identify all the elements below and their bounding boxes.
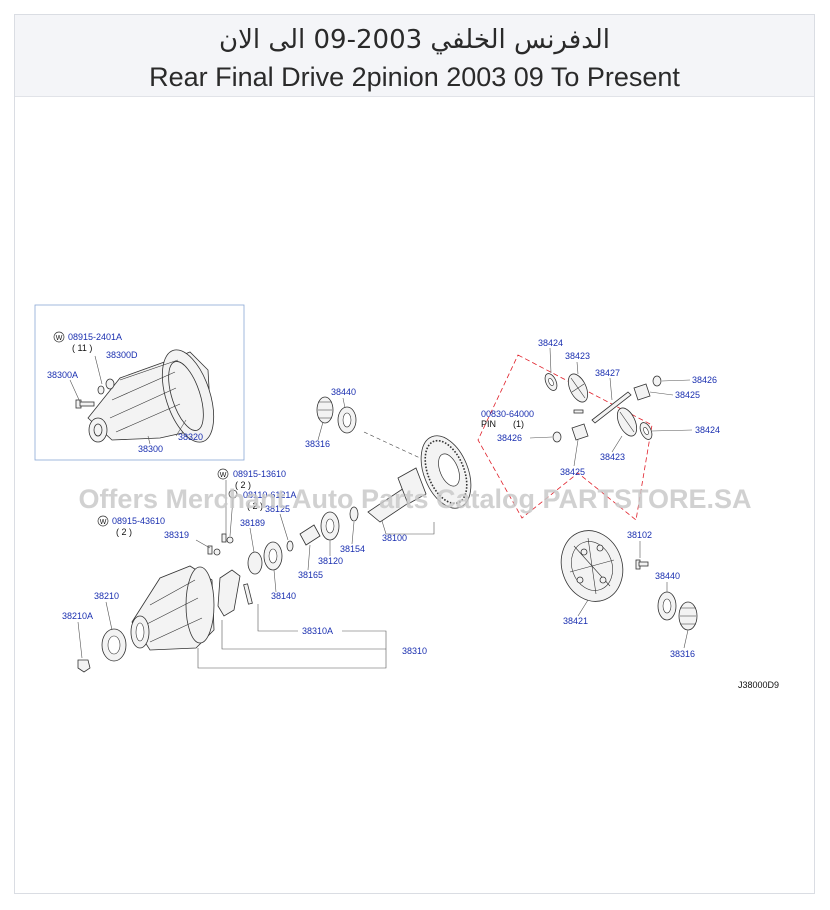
page-header: الدفرنس الخلفي 2003-09 الى الان Rear Fin… <box>15 15 814 97</box>
washer-38125[interactable] <box>286 540 294 552</box>
gear-carrier-38310[interactable] <box>130 565 215 651</box>
bearing-38140[interactable] <box>263 541 283 571</box>
thrust-washer-38424-right[interactable] <box>638 421 655 442</box>
pinion-gear-38425-right[interactable] <box>633 383 651 401</box>
watermark-text: Offers Merchant Auto Parts Catalog PARTS… <box>78 484 751 514</box>
bolt-38102[interactable] <box>635 559 649 570</box>
collapsible-spacer-38165[interactable] <box>299 524 321 546</box>
title-english: Rear Final Drive 2pinion 2003 09 To Pres… <box>149 62 680 92</box>
label-38320[interactable]: 38320 <box>178 432 203 442</box>
label-38300D[interactable]: 38300D <box>106 350 138 360</box>
label-38165[interactable]: 38165 <box>298 570 323 580</box>
side-gear-38423-bottom[interactable] <box>613 405 640 439</box>
label-qty-2c: ( 2 ) <box>116 527 132 537</box>
label-38425-left[interactable]: 38425 <box>560 467 585 477</box>
oil-seal-38189[interactable] <box>247 551 263 575</box>
label-38440-top[interactable]: 38440 <box>331 387 356 397</box>
thrust-washer-38424-top[interactable] <box>543 372 560 393</box>
bearing-cap-38310A[interactable] <box>217 569 253 617</box>
spacer-38154[interactable] <box>349 506 359 522</box>
pinion-gear-38425-left[interactable] <box>571 423 589 441</box>
label-38189[interactable]: 38189 <box>240 518 265 528</box>
label-pin-qty: (1) <box>513 419 524 429</box>
label-38316-top[interactable]: 38316 <box>305 439 330 449</box>
thrust-washer-38426-right[interactable] <box>652 375 662 387</box>
label-38310[interactable]: 38310 <box>402 646 427 656</box>
label-38140[interactable]: 38140 <box>271 591 296 601</box>
label-38421[interactable]: 38421 <box>563 616 588 626</box>
bolt-38300A[interactable] <box>75 399 95 409</box>
washer-mark-icon <box>97 515 109 527</box>
title-arabic: الدفرنس الخلفي 2003-09 الى الان <box>219 25 610 55</box>
differential-kit-outline <box>477 354 653 521</box>
label-38426-right[interactable]: 38426 <box>692 375 717 385</box>
washer-mark-letter: W <box>100 519 107 526</box>
pin-00830-64000[interactable] <box>573 409 584 414</box>
label-38316-right[interactable]: 38316 <box>670 649 695 659</box>
label-38425-right[interactable]: 38425 <box>675 390 700 400</box>
label-38426-left[interactable]: 38426 <box>497 433 522 443</box>
label-08915-13610[interactable]: 08915-13610 <box>233 469 286 479</box>
label-38300A[interactable]: 38300A <box>47 370 78 380</box>
label-38424-top[interactable]: 38424 <box>538 338 563 348</box>
label-38100[interactable]: 38100 <box>382 533 407 543</box>
bearing-38316-right[interactable] <box>678 601 698 631</box>
bearing-38120[interactable] <box>320 511 340 541</box>
thrust-washer-38426-left[interactable] <box>552 431 562 443</box>
companion-flange-38210[interactable] <box>101 628 127 662</box>
label-qty-2a: ( 2 ) <box>235 480 251 490</box>
side-gear-38423-top[interactable] <box>564 371 591 405</box>
bearing-38316-left[interactable] <box>316 396 334 424</box>
label-38423-bottom[interactable]: 38423 <box>600 452 625 462</box>
label-00830-64000[interactable]: 00830-64000 <box>481 409 534 419</box>
label-38210A[interactable]: 38210A <box>62 611 93 621</box>
bearing-38440-left[interactable] <box>337 406 357 434</box>
label-38102[interactable]: 38102 <box>627 530 652 540</box>
label-38423-top[interactable]: 38423 <box>565 351 590 361</box>
label-38120[interactable]: 38120 <box>318 556 343 566</box>
label-38310A[interactable]: 38310A <box>302 626 333 636</box>
label-38424-right[interactable]: 38424 <box>695 425 720 435</box>
label-38125[interactable]: 38125 <box>265 504 290 514</box>
washer-mark-icon <box>217 468 229 480</box>
page-frame: الدفرنس الخلفي 2003-09 الى الان Rear Fin… <box>14 14 815 894</box>
washer-mark-letter: W <box>220 472 227 479</box>
label-08915-43610[interactable]: 08915-43610 <box>112 516 165 526</box>
label-38154[interactable]: 38154 <box>340 544 365 554</box>
pinion-shaft-38427[interactable] <box>591 391 632 424</box>
label-38427[interactable]: 38427 <box>595 368 620 378</box>
label-08110-6121A[interactable]: 08110-6121A <box>243 490 296 500</box>
label-08915-2401A[interactable]: 08915-2401A <box>68 332 122 342</box>
bearing-38440-right[interactable] <box>657 591 677 621</box>
nut-38210A[interactable] <box>77 659 91 673</box>
diagram-code: J38000D9 <box>738 680 779 690</box>
bolt-group-upper[interactable] <box>207 533 234 556</box>
leaders-38310 <box>197 604 387 669</box>
label-38440-right[interactable]: 38440 <box>655 571 680 581</box>
washer-38300D[interactable] <box>97 378 115 395</box>
label-38210[interactable]: 38210 <box>94 591 119 601</box>
leader-38100 <box>381 520 435 535</box>
washer-mark-icon <box>53 331 65 343</box>
center-axis-dash <box>363 431 421 459</box>
label-qty-2b: ( 2 ) <box>247 501 263 511</box>
washer-mark-letter: W <box>56 335 63 342</box>
drive-pinion-38100[interactable] <box>367 467 427 523</box>
inset-frame <box>34 304 245 461</box>
label-38300[interactable]: 38300 <box>138 444 163 454</box>
label-38319[interactable]: 38319 <box>164 530 189 540</box>
ring-gear-38100[interactable] <box>411 429 480 516</box>
carrier-housing-inset[interactable] <box>87 344 224 449</box>
label-qty-11: ( 11 ) <box>72 343 92 353</box>
differential-case-38421[interactable] <box>551 522 632 610</box>
label-pin: PIN <box>481 419 496 429</box>
